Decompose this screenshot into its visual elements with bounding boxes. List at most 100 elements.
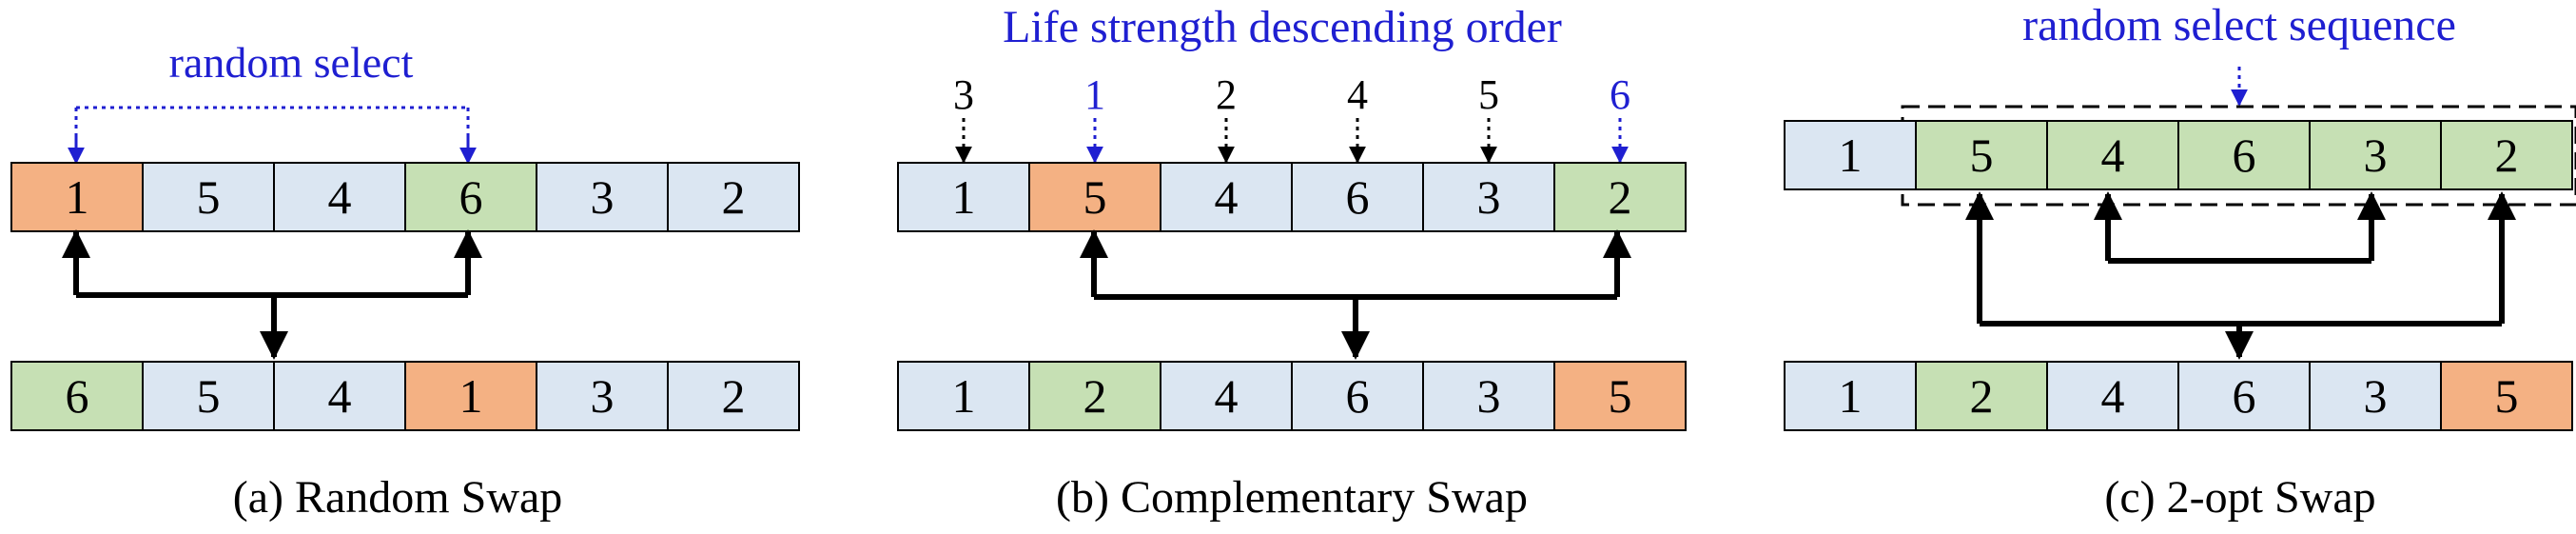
sequence-cell-box — [2309, 361, 2442, 431]
sequence-cell-value: 5 — [197, 369, 221, 423]
sequence-cell: 3 — [2309, 120, 2442, 190]
panel-c-title: random select sequence — [2022, 0, 2456, 50]
sequence-cell-value: 1 — [1839, 129, 1863, 182]
sequence-cell-box — [10, 162, 144, 232]
rank-label: 2 — [1216, 71, 1237, 118]
sequence-cell: 2 — [1028, 361, 1161, 431]
sequence-cell-box — [667, 361, 800, 431]
sequence-cell-box — [2440, 361, 2573, 431]
panel-complementary-swap: Life strength descending order 3 1 2 4 5 6 1 5… — [897, 2, 1687, 523]
sequence-cell-value: 6 — [2233, 129, 2256, 182]
sequence-cell-box — [2177, 361, 2311, 431]
sequence-cell-value: 3 — [1477, 369, 1501, 423]
sequence-cell-value: 4 — [328, 369, 352, 423]
sequence-cell: 6 — [1291, 361, 1424, 431]
panel-b-swap-connector — [1080, 229, 1631, 360]
sequence-cell-value: 3 — [591, 369, 615, 423]
sequence-cell: 1 — [897, 361, 1030, 431]
sequence-cell-value: 3 — [2364, 129, 2388, 182]
sequence-cell-value: 1 — [459, 369, 483, 423]
sequence-cell-value: 5 — [2495, 369, 2519, 423]
sequence-cell-box — [897, 162, 1030, 232]
sequence-cell-box — [142, 361, 275, 431]
sequence-cell: 1 — [1784, 120, 1917, 190]
panel-b-title: Life strength descending order — [1003, 2, 1562, 52]
panel-c-swap-connector — [1965, 191, 2516, 360]
sequence-cell-value: 3 — [1477, 170, 1501, 224]
sequence-cell-box — [1291, 361, 1424, 431]
sequence-cell: 4 — [1160, 361, 1293, 431]
sequence-cell-value: 2 — [722, 369, 746, 423]
sequence-cell-box — [273, 162, 406, 232]
panel-a-swap-connector — [62, 229, 482, 360]
sequence-cell: 2 — [1915, 361, 2048, 431]
sequence-cell-box — [1915, 361, 2048, 431]
sequence-cell-box — [1915, 120, 2048, 190]
rank-label: 1 — [1084, 71, 1105, 118]
sequence-cell-box — [273, 361, 406, 431]
sequence-cell: 3 — [2309, 361, 2442, 431]
sequence-cell: 6 — [2177, 120, 2311, 190]
sequence-cell-value: 6 — [1346, 369, 1370, 423]
panel-c-caption: (c) 2-opt Swap — [2104, 472, 2375, 523]
sequence-cell: 4 — [2046, 361, 2179, 431]
sequence-cell-value: 5 — [1609, 369, 1632, 423]
random-select-dotted-bracket — [74, 106, 470, 147]
sequence-cell: 6 — [2177, 361, 2311, 431]
sequence-cell-box — [536, 361, 669, 431]
sequence-cell: 3 — [1422, 162, 1555, 232]
sequence-cell-value: 2 — [1970, 369, 1994, 423]
sequence-cell-value: 4 — [2101, 129, 2125, 182]
sequence-cell-value: 5 — [197, 170, 221, 224]
sequence-cell: 6 — [10, 361, 144, 431]
sequence-cell-box — [1553, 162, 1687, 232]
sequence-cell-box — [2046, 361, 2179, 431]
sequence-cell: 2 — [2440, 120, 2573, 190]
panel-b-caption: (b) Complementary Swap — [1056, 472, 1528, 523]
panel-a-caption: (a) Random Swap — [233, 472, 563, 523]
sequence-cell: 1 — [1784, 361, 1917, 431]
sequence-cell-value: 1 — [952, 170, 976, 224]
sequence-cell-value: 2 — [1609, 170, 1632, 224]
sequence-cell-value: 4 — [1215, 369, 1239, 423]
sequence-cell: 4 — [273, 162, 406, 232]
sequence-cell-box — [667, 162, 800, 232]
panel-a-title: random select — [169, 38, 414, 87]
sequence-cell: 4 — [2046, 120, 2179, 190]
sequence-cell: 4 — [1160, 162, 1293, 232]
sequence-cell-value: 2 — [722, 170, 746, 224]
sequence-cell: 2 — [667, 361, 800, 431]
sequence-cell-box — [1160, 361, 1293, 431]
sequence-cell-value: 6 — [66, 369, 89, 423]
sequence-cell-box — [1553, 361, 1687, 431]
sequence-cell: 6 — [1291, 162, 1424, 232]
sequence-cell-value: 4 — [1215, 170, 1239, 224]
sequence-cell-value: 4 — [2101, 369, 2125, 423]
sequence-cell-value: 5 — [1970, 129, 1994, 182]
sequence-cell-value: 6 — [459, 170, 483, 224]
sequence-cell-box — [897, 361, 1030, 431]
sequence-cell: 5 — [1553, 361, 1687, 431]
sequence-cell-value: 1 — [1839, 369, 1863, 423]
sequence-cell-value: 6 — [2233, 369, 2256, 423]
sequence-cell: 5 — [2440, 361, 2573, 431]
sequence-cell: 6 — [404, 162, 537, 232]
sequence-cell: 3 — [536, 361, 669, 431]
sequence-cell-value: 1 — [952, 369, 976, 423]
panel-b-swapped-sequence: 1 2 4 6 3 5 — [897, 361, 1687, 431]
sequence-cell-value: 3 — [2364, 369, 2388, 423]
sequence-cell-box — [142, 162, 275, 232]
sequence-cell: 1 — [404, 361, 537, 431]
panel-c-swapped-sequence: 1 2 4 6 3 5 — [1784, 361, 2573, 431]
sequence-cell-value: 2 — [1083, 369, 1107, 423]
sequence-cell: 5 — [1028, 162, 1161, 232]
sequence-cell-value: 3 — [591, 170, 615, 224]
sequence-cell-value: 5 — [1083, 170, 1107, 224]
sequence-cell: 4 — [273, 361, 406, 431]
sequence-cell: 5 — [1915, 120, 2048, 190]
